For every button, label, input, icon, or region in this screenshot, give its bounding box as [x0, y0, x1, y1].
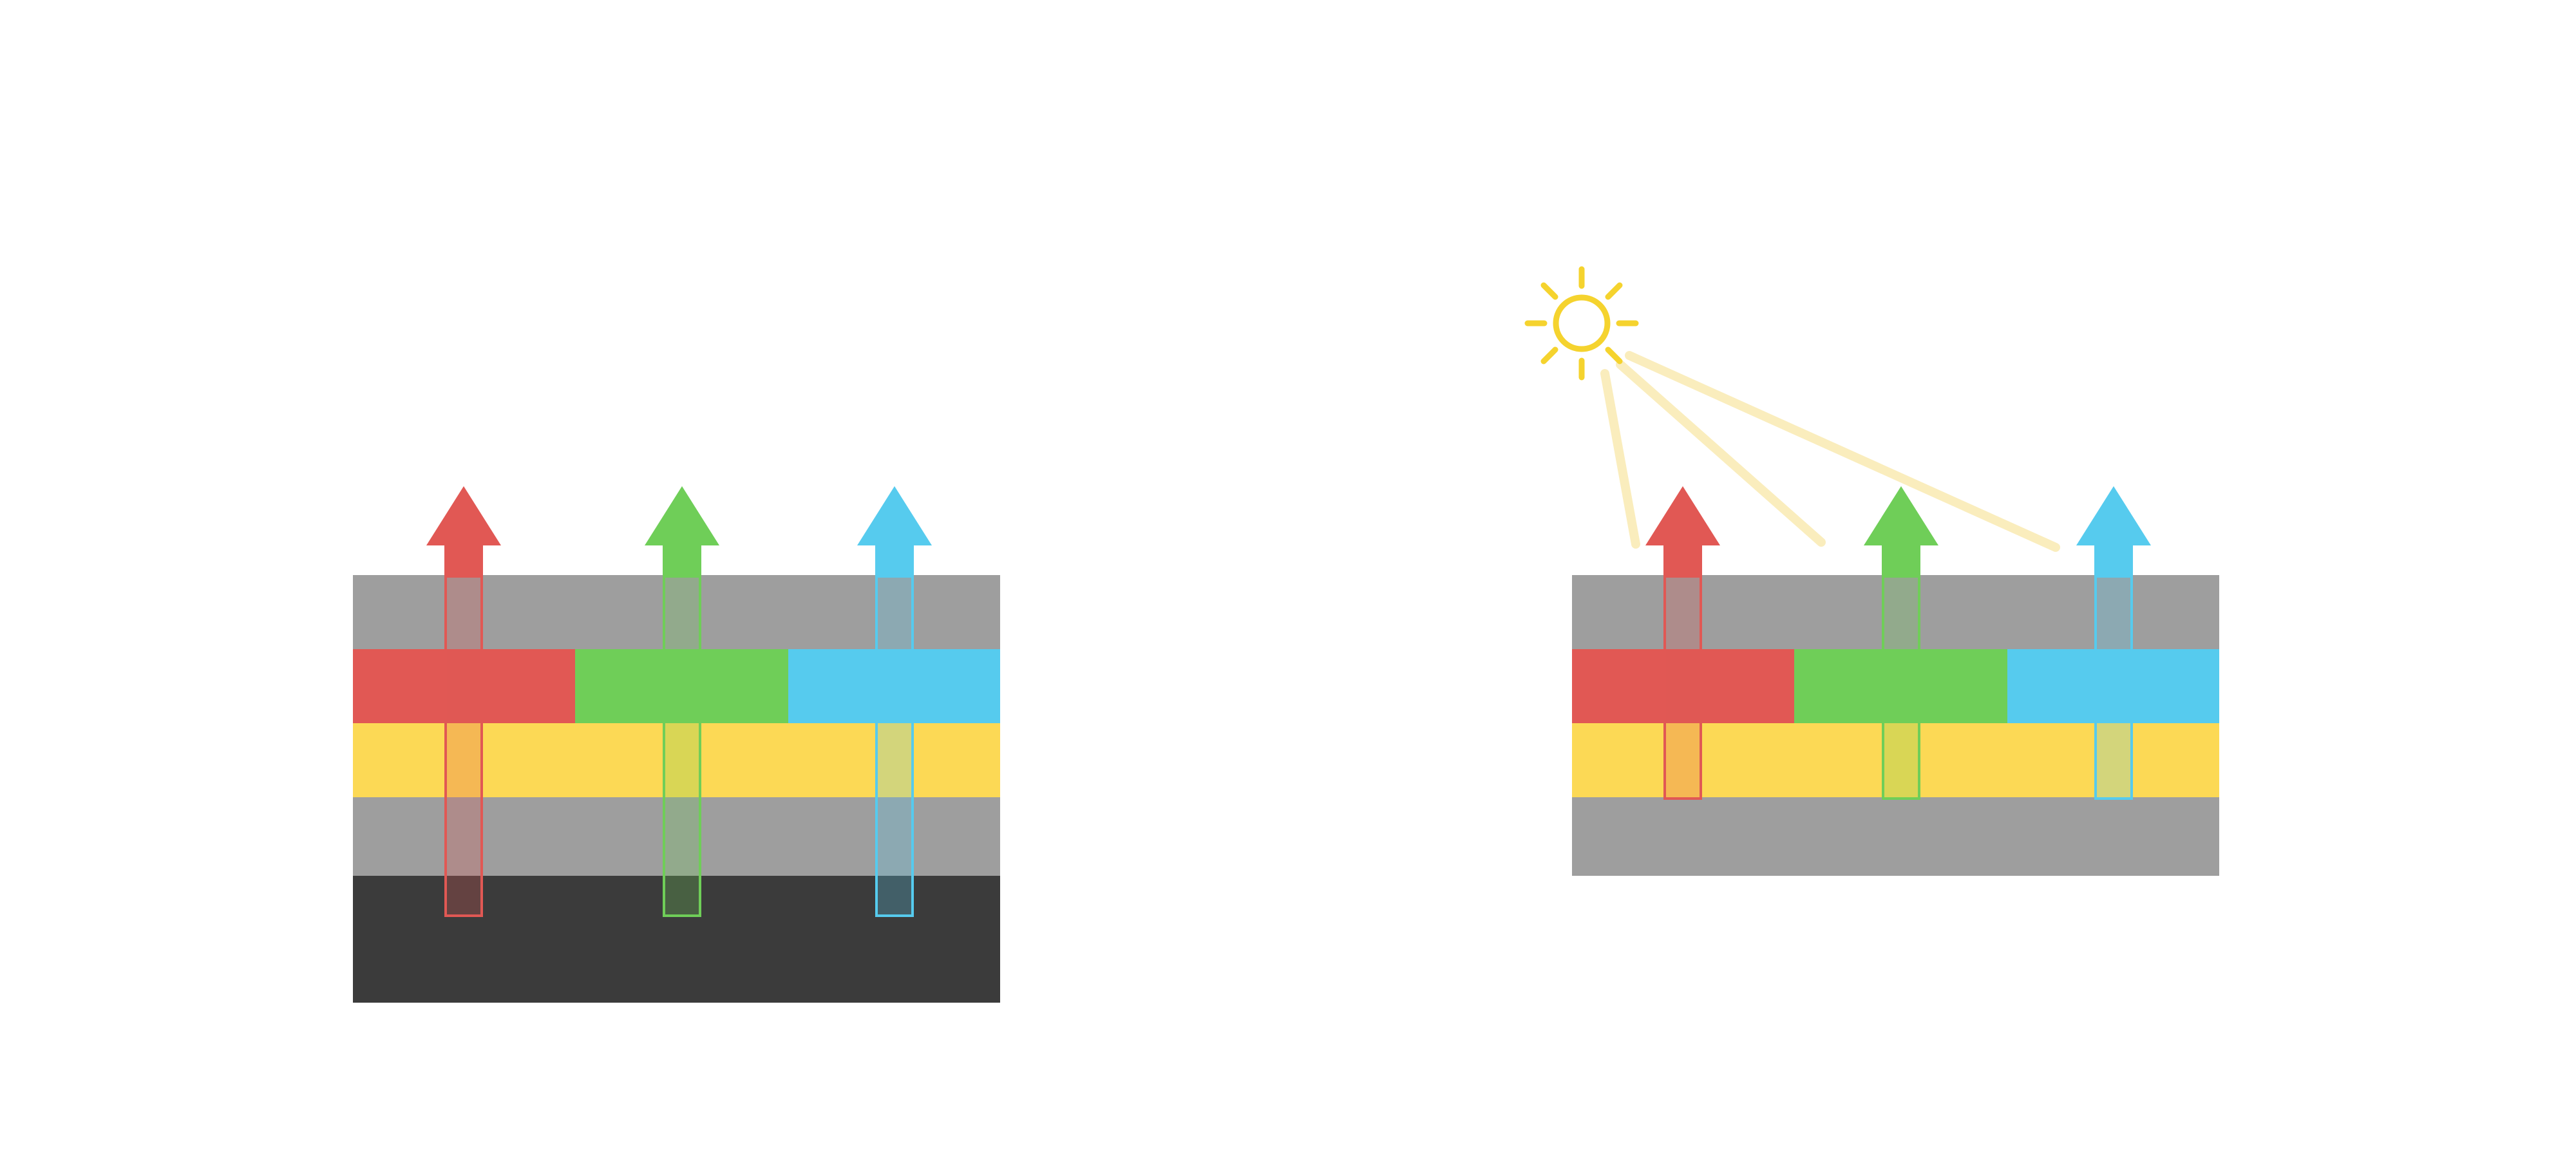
gray-layer-top — [1572, 575, 2219, 649]
cyan-segment — [788, 649, 1000, 723]
cyan-arrow-shaft-through-layers — [875, 575, 914, 917]
green-segment — [1794, 649, 2008, 723]
right-diagram — [1572, 486, 2219, 876]
cyan-up-arrow — [2076, 486, 2151, 876]
green-up-arrow — [645, 486, 719, 1003]
sun-ray — [1605, 346, 1623, 364]
red-up-arrow — [1645, 486, 1720, 876]
cyan-arrow-shaft — [2094, 545, 2133, 576]
red-arrow-head — [426, 486, 501, 545]
yellow-layer — [353, 723, 1000, 797]
gray-layer-bottom — [1572, 797, 2219, 876]
gray-layer-top — [353, 575, 1000, 649]
green-arrow-shaft — [1882, 545, 1920, 576]
left-diagram — [353, 486, 1000, 1003]
red-segment — [353, 649, 575, 723]
cyan-arrow-head — [2076, 486, 2151, 545]
green-up-arrow — [1864, 486, 1938, 876]
cyan-arrow-head — [857, 486, 932, 545]
sun-ray — [1540, 346, 1558, 364]
color-segment-layer — [353, 649, 1000, 723]
red-up-arrow — [426, 486, 501, 1003]
green-arrow-head — [1864, 486, 1938, 545]
red-arrow-head — [1645, 486, 1720, 545]
dark-base-layer — [353, 876, 1000, 1003]
green-arrow-shaft — [663, 545, 701, 576]
yellow-layer — [1572, 723, 2219, 797]
green-arrow-head — [645, 486, 719, 545]
color-segment-layer — [1572, 649, 2219, 723]
red-arrow-shaft-through-layers — [444, 575, 483, 917]
red-arrow-shaft — [1663, 545, 1702, 576]
green-arrow-shaft-through-layers — [1882, 575, 1920, 800]
red-arrow-shaft — [444, 545, 483, 576]
right-layer-stack — [1572, 575, 2219, 876]
green-arrow-shaft-through-layers — [663, 575, 701, 917]
left-layer-stack — [353, 575, 1000, 1003]
sun-ray — [1605, 282, 1623, 300]
cyan-arrow-shaft — [875, 545, 914, 576]
red-segment — [1572, 649, 1794, 723]
cyan-segment — [2007, 649, 2219, 723]
gray-layer-bottom — [353, 797, 1000, 876]
cyan-up-arrow — [857, 486, 932, 1003]
sun-icon — [1524, 266, 1639, 381]
sun-ray — [1540, 282, 1558, 300]
cyan-arrow-shaft-through-layers — [2094, 575, 2133, 800]
red-arrow-shaft-through-layers — [1663, 575, 1702, 800]
green-segment — [574, 649, 789, 723]
sun-disc — [1553, 294, 1611, 352]
